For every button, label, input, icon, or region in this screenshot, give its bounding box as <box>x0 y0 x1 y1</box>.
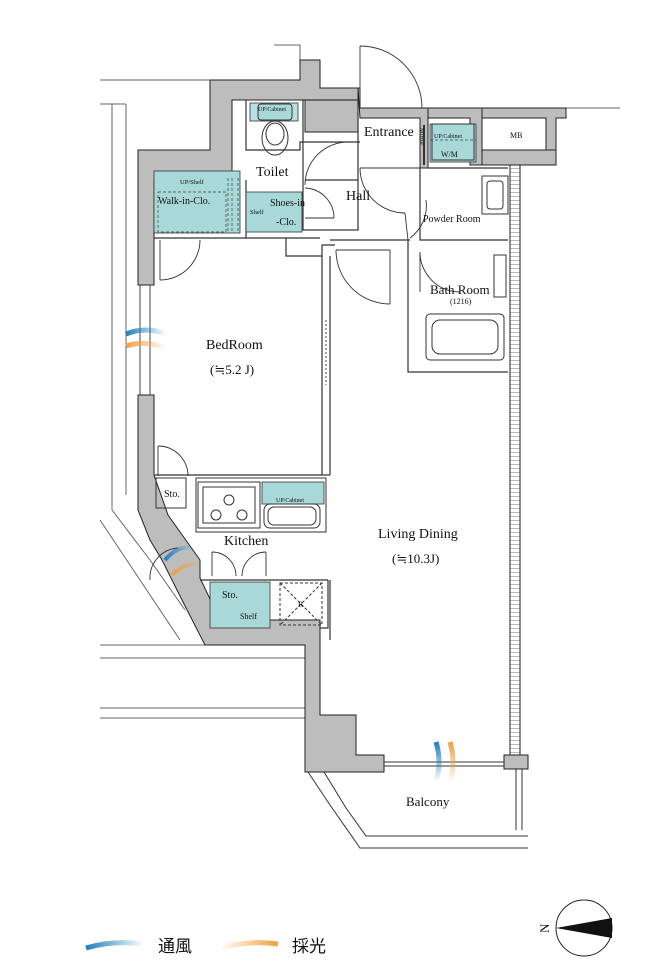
label-bath-size: (1216) <box>450 297 472 306</box>
label-bath-room: Bath Room <box>430 282 490 297</box>
label-shelf-kitchen: Shelf <box>240 612 257 621</box>
label-shoes-in-2: -Clo. <box>276 217 296 228</box>
surrounding-lines <box>99 44 620 719</box>
label-fridge: R <box>298 600 304 609</box>
compass-north-label: N <box>537 923 552 933</box>
ventilation-arrows <box>125 327 456 783</box>
balcony-outline <box>307 769 528 849</box>
lighting-legend-icon <box>219 939 279 950</box>
label-hall: Hall <box>346 189 370 204</box>
doors <box>139 45 504 767</box>
label-kitchen-cabinet: UP/Cabinet <box>276 498 304 504</box>
label-balcony: Balcony <box>406 794 450 809</box>
label-bedroom: BedRoom <box>206 338 263 353</box>
label-walk-in-closet: Walk-in-Clo. <box>158 196 210 207</box>
label-wm: W/M <box>441 150 458 159</box>
label-living-size: (≒10.3J) <box>392 551 439 566</box>
walls <box>137 59 567 773</box>
label-shoes-in-1: Shoes-in <box>270 198 305 209</box>
label-toilet: Toilet <box>256 165 289 180</box>
label-toilet-cabinet: UP/Cabinet <box>258 107 286 113</box>
legend-ventilation: 通風 <box>158 937 192 957</box>
legend: 通風 採光 <box>84 932 352 957</box>
label-mb: MB <box>510 131 522 140</box>
ventilation-legend-icon <box>85 939 145 950</box>
storage-outlines <box>157 139 476 233</box>
label-up-shelf: UP/Shelf <box>180 179 205 186</box>
compass-icon: N <box>537 899 613 957</box>
fixtures <box>155 103 509 626</box>
interior-walls <box>154 99 508 640</box>
label-sto-kitchen: Sto. <box>222 590 238 601</box>
label-wm-cabinet: UP/Cabinet <box>434 134 462 140</box>
label-bedroom-size: (≒5.2 J) <box>210 362 254 377</box>
label-shelf-shoes: Shelf <box>250 209 265 216</box>
label-mirror: Mirror <box>418 128 425 146</box>
label-sto-bedroom: Sto. <box>164 489 180 500</box>
label-kitchen: Kitchen <box>224 534 268 549</box>
legend-lighting: 採光 <box>292 937 326 957</box>
label-living-dining: Living Dining <box>378 527 458 542</box>
label-entrance: Entrance <box>364 125 414 140</box>
label-powder-room: Powder Room <box>423 214 481 225</box>
